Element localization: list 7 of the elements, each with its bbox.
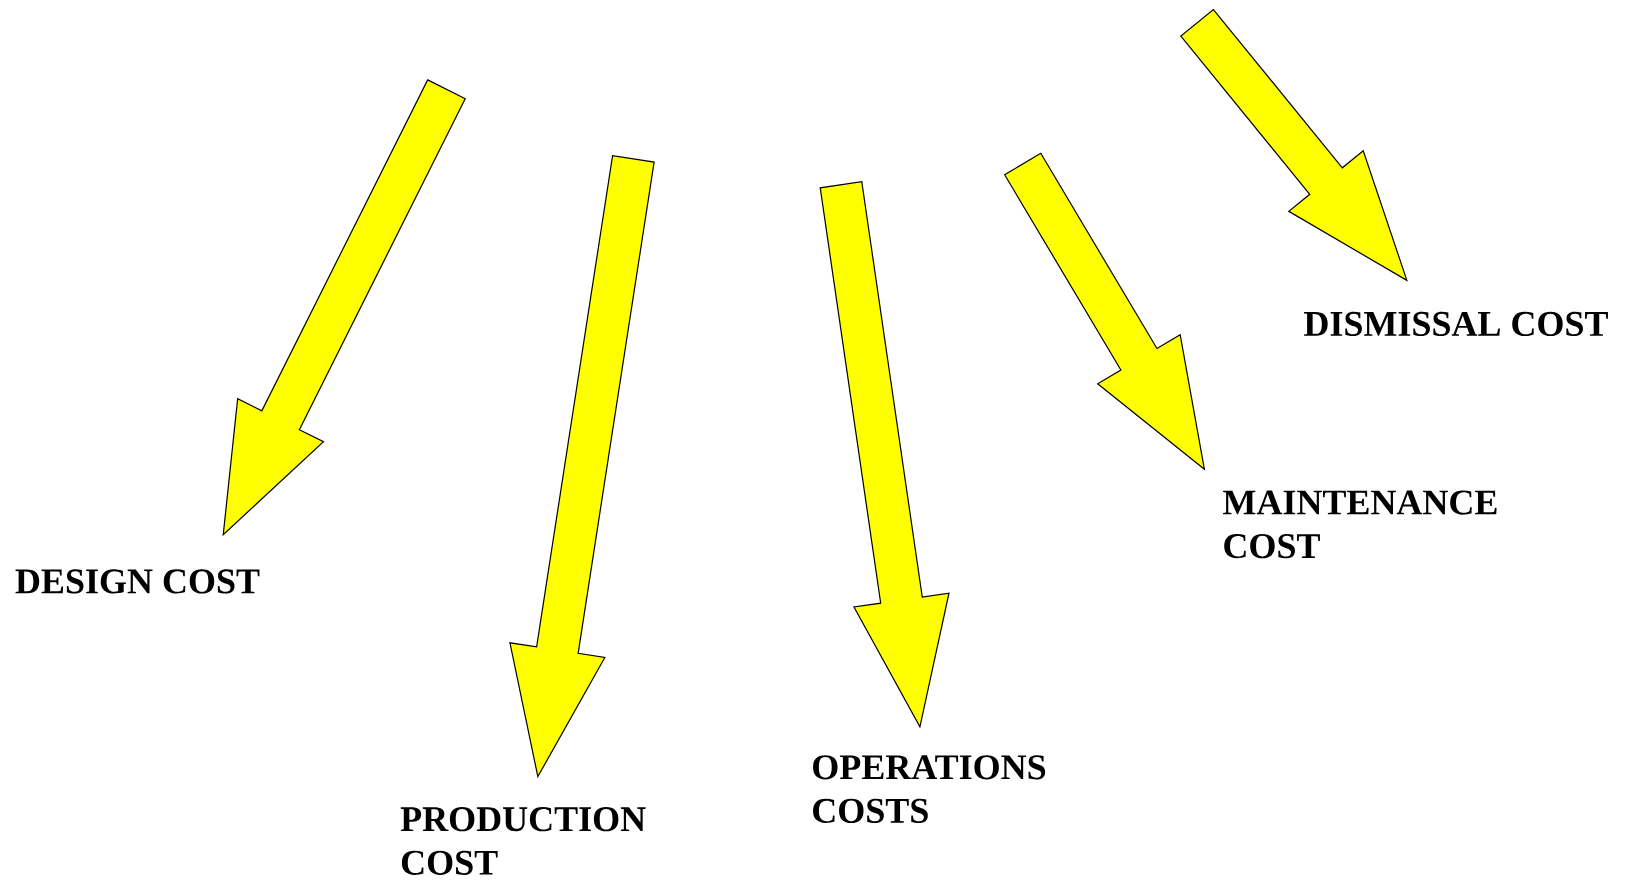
block-arrow	[1180, 8, 1408, 282]
block-arrow	[819, 181, 950, 729]
cost-label: DESIGN COST	[15, 569, 260, 594]
cost-label: DISMISSAL COST	[1304, 311, 1608, 337]
cost-label: OPERATIONS COSTS	[813, 755, 1046, 823]
cost-label: PRODUCTION COST	[400, 807, 646, 875]
cost-label: MAINTENANCE COST	[1223, 490, 1497, 559]
